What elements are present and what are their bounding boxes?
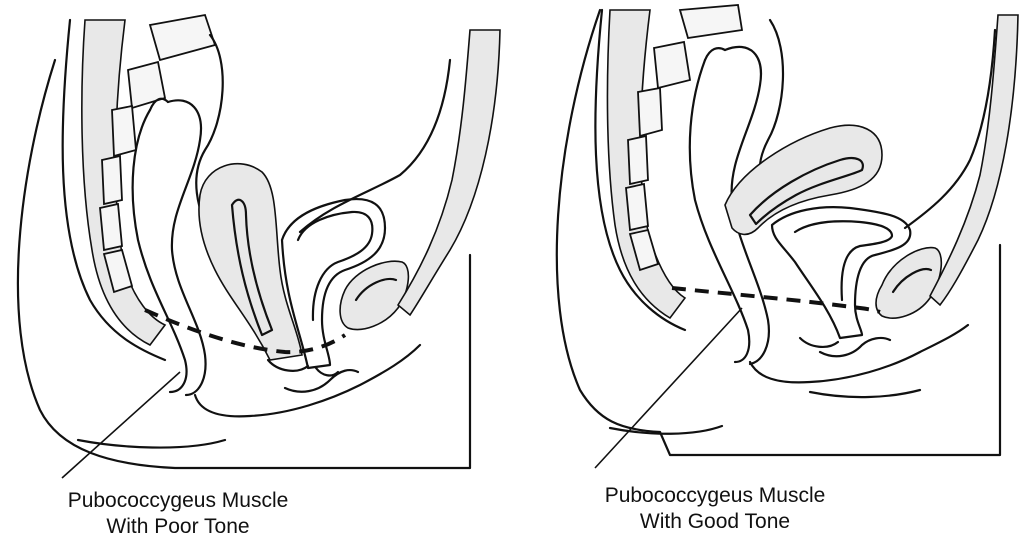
diagram-panel-poor-tone: Pubococcygeus Muscle With Poor Tone	[0, 0, 510, 544]
pelvic-anatomy-illustration-good-tone	[510, 0, 1021, 544]
rectum-inner	[168, 100, 206, 395]
vertebra-2	[654, 42, 690, 88]
urethral-opening	[316, 368, 338, 375]
vertebra-4	[628, 136, 648, 184]
vertebra-3	[638, 88, 662, 136]
caption-good-tone-line2: With Good Tone	[565, 509, 865, 535]
caption-poor-tone-line2: With Poor Tone	[28, 514, 328, 540]
vaginal-opening	[800, 338, 838, 347]
caption-poor-tone-line1: Pubococcygeus Muscle	[28, 488, 328, 514]
vertebra-4	[102, 156, 122, 204]
caption-good-tone-line1: Pubococcygeus Muscle	[565, 483, 865, 509]
vertebra-3	[112, 106, 136, 156]
caption-poor-tone: Pubococcygeus Muscle With Poor Tone	[28, 488, 328, 540]
caption-good-tone: Pubococcygeus Muscle With Good Tone	[565, 483, 865, 535]
vertebra-5	[100, 204, 122, 250]
body-lower-fold	[810, 390, 920, 397]
rectum-loop	[705, 48, 725, 60]
pelvic-anatomy-illustration-poor-tone	[0, 0, 510, 544]
vertebra-1	[680, 5, 742, 38]
abdominal-wall	[930, 15, 1018, 305]
vaginal-opening	[268, 360, 308, 371]
labia	[820, 338, 890, 356]
pubic-symphysis	[876, 248, 941, 318]
vertebra-1	[150, 15, 215, 60]
vertebra-2	[128, 62, 165, 108]
pubococcygeus-leader-line	[595, 308, 742, 468]
diagram-panel-good-tone: Pubococcygeus Muscle With Good Tone	[510, 0, 1021, 544]
pubic-symphysis	[340, 261, 408, 329]
vertebra-5	[626, 184, 648, 230]
